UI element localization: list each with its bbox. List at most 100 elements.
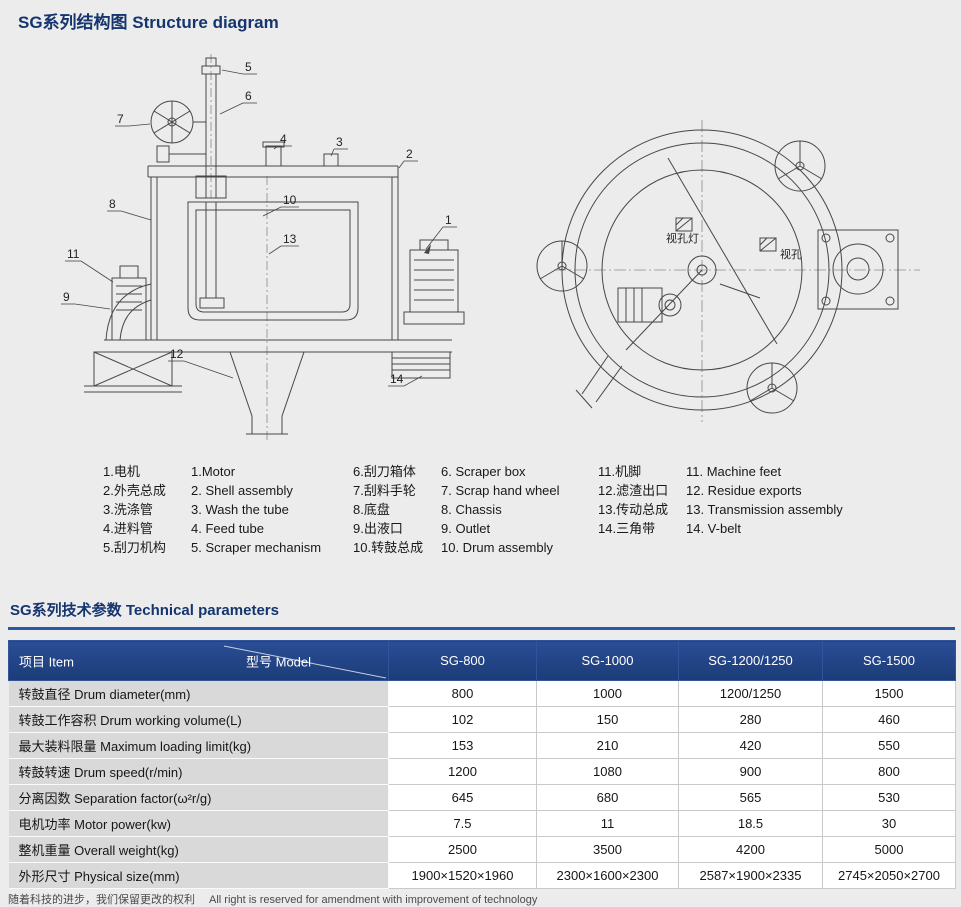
part-name-en: 4. Feed tube — [191, 521, 264, 536]
part-name-cn: 7.刮料手轮 — [353, 483, 416, 498]
part-name-cn: 12.滤渣出口 — [598, 483, 669, 498]
param-value-cell: 460 — [822, 706, 956, 733]
parts-list-item: 4.进料管 4. Feed tube — [103, 519, 321, 538]
callout-9: 9 — [63, 290, 70, 304]
part-name-en: 13. Transmission assembly — [686, 502, 843, 517]
v-belt-drawing — [391, 351, 451, 379]
callout-11: 11 — [67, 247, 80, 261]
parts-list-item: 1.电机 1.Motor — [103, 462, 321, 481]
part-name-en: 8. Chassis — [441, 502, 502, 517]
callout-12: 12 — [170, 347, 184, 361]
parts-list-item: 8.底盘 8. Chassis — [353, 500, 560, 519]
side-view-drawing — [84, 54, 465, 442]
footer-note-cn: 随着科技的进步，我们保留更改的权利 — [8, 894, 195, 906]
param-value-cell: 1080 — [536, 758, 679, 785]
param-value-cell: 800 — [822, 758, 956, 785]
param-label-cell: 分离因数 Separation factor(ω²r/g) — [8, 784, 389, 811]
table-row: 转鼓直径 Drum diameter(mm) 800 1000 1200/125… — [8, 680, 956, 707]
param-label-cell: 转鼓转速 Drum speed(r/min) — [8, 758, 389, 785]
part-name-en: 2. Shell assembly — [191, 483, 293, 498]
param-value-cell: 3500 — [536, 836, 679, 863]
part-name-cn: 10.转鼓总成 — [353, 540, 424, 555]
parts-list-item: 10.转鼓总成 10. Drum assembly — [353, 538, 560, 557]
table-row: 分离因数 Separation factor(ω²r/g) 645 680 56… — [8, 784, 956, 811]
param-value-cell: 7.5 — [388, 810, 537, 837]
model-header: SG-1500 — [822, 640, 956, 681]
scraper-box-drawing — [195, 175, 227, 199]
param-label-cell: 外形尺寸 Physical size(mm) — [8, 862, 389, 889]
param-value-cell: 5000 — [822, 836, 956, 863]
parameters-table: 项目 Item 型号 Model SG-800 SG-1000 SG-1200/… — [8, 640, 956, 889]
sight-hole-label: 视孔 — [780, 247, 802, 261]
callout-3: 3 — [336, 135, 343, 149]
callout-2: 2 — [406, 147, 413, 161]
part-name-cn: 3.洗涤管 — [103, 502, 153, 517]
param-value-cell: 4200 — [678, 836, 823, 863]
param-value-cell: 1000 — [536, 680, 679, 707]
table-row: 电机功率 Motor power(kw) 7.5 11 18.5 30 — [8, 810, 956, 837]
table-row: 外形尺寸 Physical size(mm) 1900×1520×1960 23… — [8, 862, 956, 889]
callout-6: 6 — [245, 89, 252, 103]
callout-10: 10 — [283, 193, 297, 207]
part-name-cn: 1.电机 — [103, 464, 140, 479]
param-value-cell: 1200/1250 — [678, 680, 823, 707]
table-row: 转鼓转速 Drum speed(r/min) 1200 1080 900 800 — [8, 758, 956, 785]
part-name-en: 9. Outlet — [441, 521, 491, 536]
part-name-cn: 5.刮刀机构 — [103, 540, 166, 555]
motor-drawing — [403, 239, 465, 325]
clamp-wheel-drawing — [536, 140, 826, 414]
part-name-cn: 11.机脚 — [598, 464, 642, 479]
callout-4: 4 — [280, 132, 287, 146]
param-value-cell: 680 — [536, 784, 679, 811]
lid-drawing — [147, 141, 399, 178]
part-name-en: 3. Wash the tube — [191, 502, 289, 517]
table-row: 整机重量 Overall weight(kg) 2500 3500 4200 5… — [8, 836, 956, 863]
corner-model-label: 型号 Model — [246, 654, 312, 669]
param-value-cell: 420 — [678, 732, 823, 759]
structure-diagram: 5 6 7 4 3 2 8 10 11 — [61, 54, 920, 442]
part-name-en: 14. V-belt — [686, 521, 741, 536]
parts-list-item: 9.出液口 9. Outlet — [353, 519, 560, 538]
part-name-en: 5. Scraper mechanism — [191, 540, 322, 555]
param-value-cell: 2500 — [388, 836, 537, 863]
parts-list-item: 6.刮刀箱体 6. Scraper box — [353, 462, 560, 481]
part-name-en: 6. Scraper box — [441, 464, 526, 479]
param-value-cell: 18.5 — [678, 810, 823, 837]
part-name-cn: 6.刮刀箱体 — [353, 464, 416, 479]
bearing-box-drawing — [817, 229, 899, 310]
parameters-section-title: SG系列技术参数 Technical parameters — [10, 602, 279, 619]
top-view-labels: 视孔灯 视孔 — [666, 231, 802, 261]
corner-item-label: 项目 Item — [19, 654, 74, 669]
callout-5: 5 — [245, 60, 252, 74]
param-label-cell: 转鼓工作容积 Drum working volume(L) — [8, 706, 389, 733]
corner-diagonal-line — [223, 645, 387, 679]
outlet-pipe-drawing — [105, 283, 152, 341]
param-value-cell: 210 — [536, 732, 679, 759]
param-value-cell: 11 — [536, 810, 679, 837]
parameters-section-header: SG系列技术参数 Technical parameters — [8, 599, 955, 630]
param-value-cell: 645 — [388, 784, 537, 811]
callout-8: 8 — [109, 197, 116, 211]
part-name-cn: 8.底盘 — [353, 502, 390, 517]
part-name-cn: 9.出液口 — [353, 521, 403, 536]
parts-list-item: 5.刮刀机构 5. Scraper mechanism — [103, 538, 321, 557]
param-value-cell: 1900×1520×1960 — [388, 862, 537, 889]
part-name-en: 1.Motor — [191, 464, 236, 479]
part-name-en: 10. Drum assembly — [441, 540, 553, 555]
shell-drawing — [150, 177, 399, 340]
part-name-cn: 4.进料管 — [103, 521, 153, 536]
chassis-drawing — [104, 339, 452, 353]
table-row: 转鼓工作容积 Drum working volume(L) 102 150 28… — [8, 706, 956, 733]
param-label-cell: 整机重量 Overall weight(kg) — [8, 836, 389, 863]
sight-hole-drawing — [759, 237, 777, 252]
param-value-cell: 2300×1600×2300 — [536, 862, 679, 889]
